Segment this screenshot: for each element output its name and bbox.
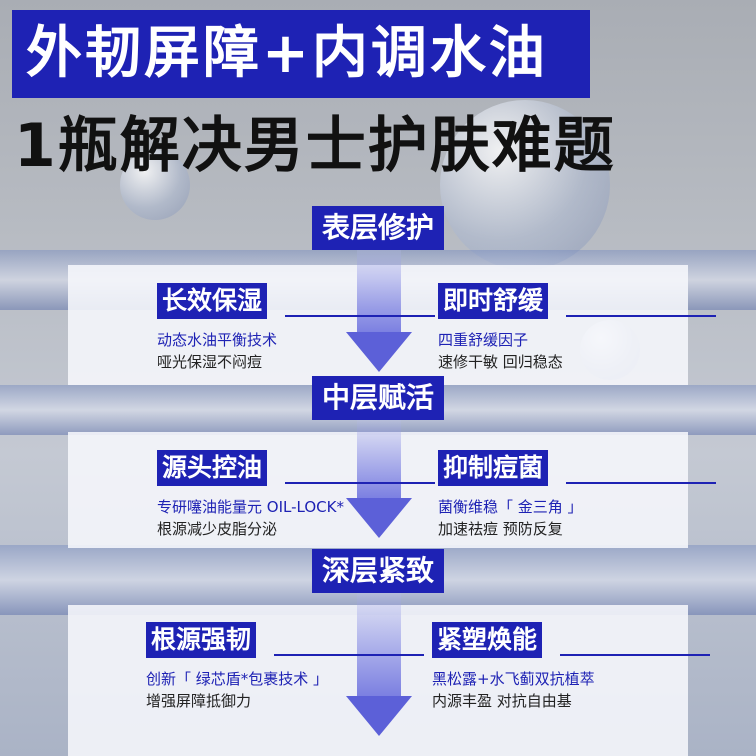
bubble-decoration <box>120 150 190 220</box>
feature-card: 源头控油专研噻油能量元 OIL-LOCK* 根源减少皮脂分泌 <box>157 450 435 540</box>
feature-card: 抑制痘菌菌衡维稳「 金三角 」加速祛痘 预防反复 <box>438 450 716 540</box>
feature-card: 根源强韧创新「 绿芯盾*包裹技术 」增强屏障抵御力 <box>146 622 424 712</box>
feature-line1: 专研噻油能量元 OIL-LOCK* <box>157 498 344 516</box>
bubble-decoration <box>440 100 610 270</box>
feature-line1: 四重舒缓因子 <box>438 331 529 349</box>
feature-line1: 创新「 绿芯盾*包裹技术 」 <box>146 670 329 688</box>
arrow-down-icon <box>346 592 412 736</box>
arrow-down-icon <box>346 250 412 372</box>
feature-line2: 内源丰盈 对抗自由基 <box>432 692 572 710</box>
stage-label-middle: 中层赋活 <box>311 376 445 420</box>
feature-line2: 哑光保湿不闷痘 <box>157 353 263 371</box>
feature-line1: 动态水油平衡技术 <box>157 331 278 349</box>
feature-title: 根源强韧 <box>146 622 257 658</box>
feature-card: 紧塑焕能黑松露+水飞蓟双抗植萃内源丰盈 对抗自由基 <box>432 622 710 712</box>
feature-title: 抑制痘菌 <box>438 450 549 486</box>
feature-line2: 加速祛痘 预防反复 <box>438 520 563 538</box>
feature-line2: 速修干敏 回归稳态 <box>438 353 563 371</box>
stage-label-surface: 表层修护 <box>311 206 445 250</box>
feature-title: 即时舒缓 <box>438 283 549 319</box>
headline-banner: 外韧屏障+内调水油 <box>12 10 590 98</box>
feature-title: 紧塑焕能 <box>432 622 543 658</box>
feature-line1: 菌衡维稳「 金三角 」 <box>438 498 583 516</box>
feature-title: 源头控油 <box>157 450 268 486</box>
headline-subtitle: 1瓶解决男士护肤难题 <box>14 111 616 181</box>
stage-label-deep: 深层紧致 <box>311 549 445 593</box>
feature-card: 即时舒缓四重舒缓因子速修干敏 回归稳态 <box>438 283 716 373</box>
feature-line2: 增强屏障抵御力 <box>146 692 252 710</box>
feature-card: 长效保湿动态水油平衡技术哑光保湿不闷痘 <box>157 283 435 373</box>
feature-line2: 根源减少皮脂分泌 <box>157 520 278 538</box>
feature-title: 长效保湿 <box>157 283 268 319</box>
arrow-down-icon <box>346 420 412 538</box>
feature-line1: 黑松露+水飞蓟双抗植萃 <box>432 670 595 688</box>
